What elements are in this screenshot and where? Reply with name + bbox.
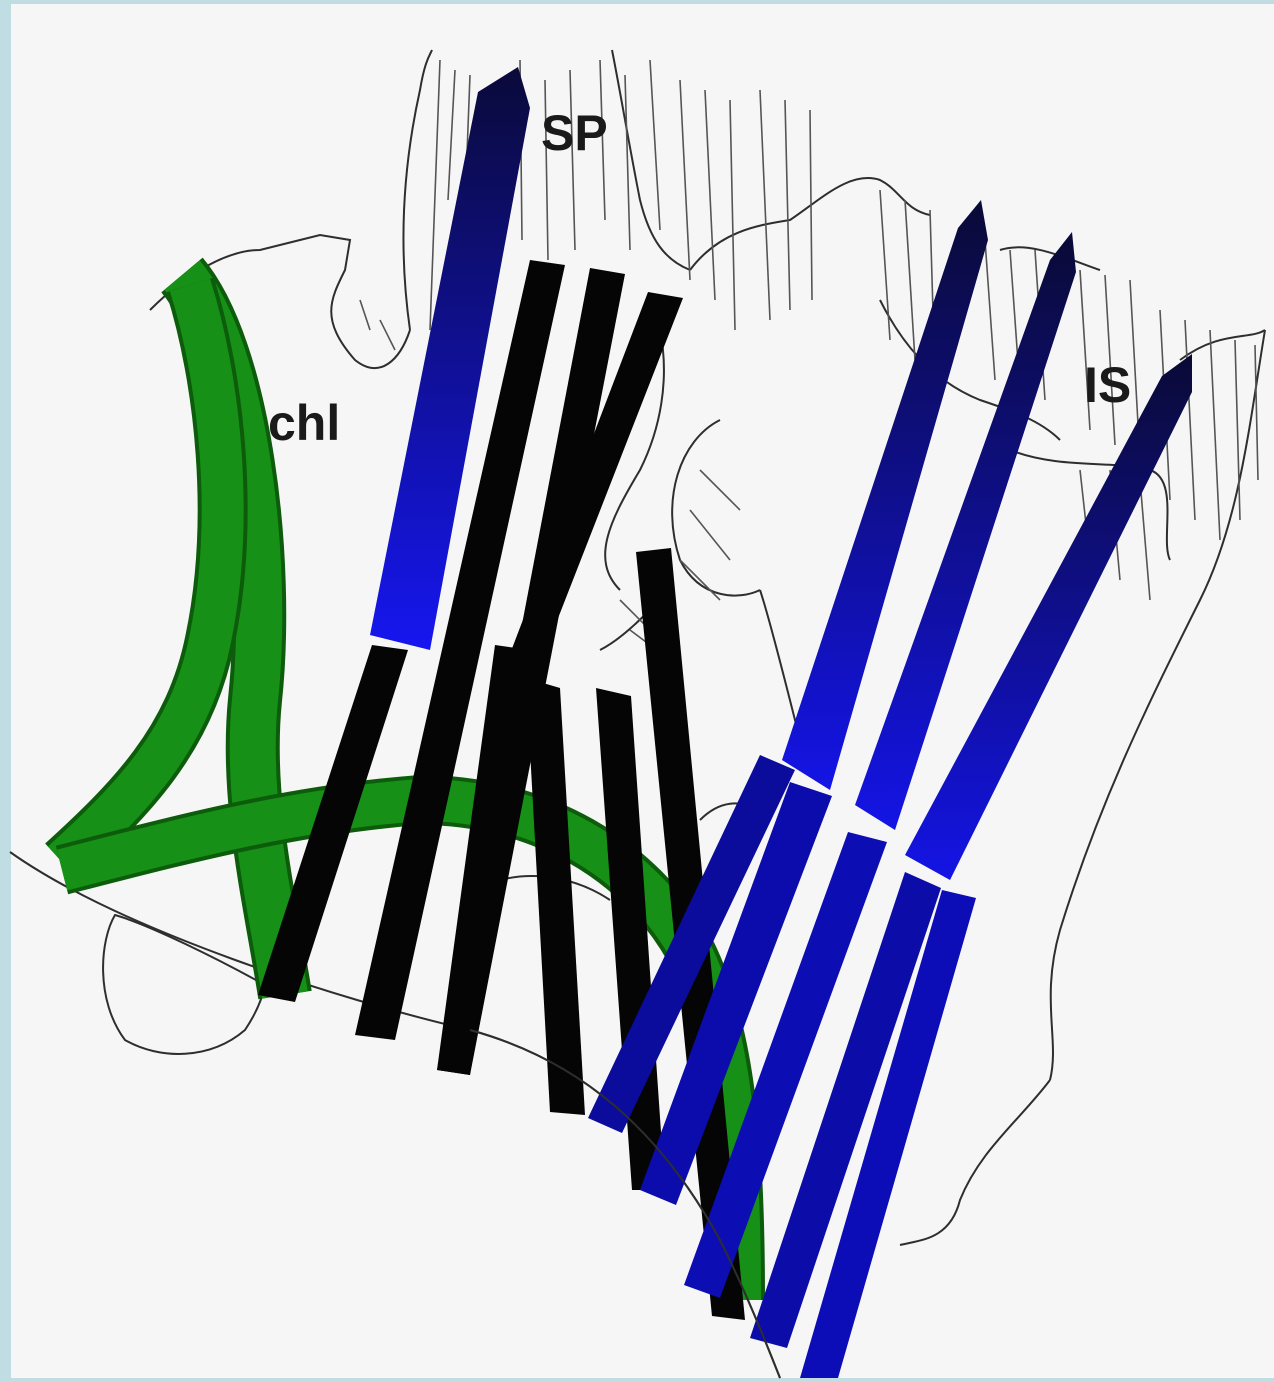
label-chl: chl xyxy=(268,395,340,451)
label-sp: SP xyxy=(541,105,608,161)
label-is: IS xyxy=(1084,357,1131,413)
